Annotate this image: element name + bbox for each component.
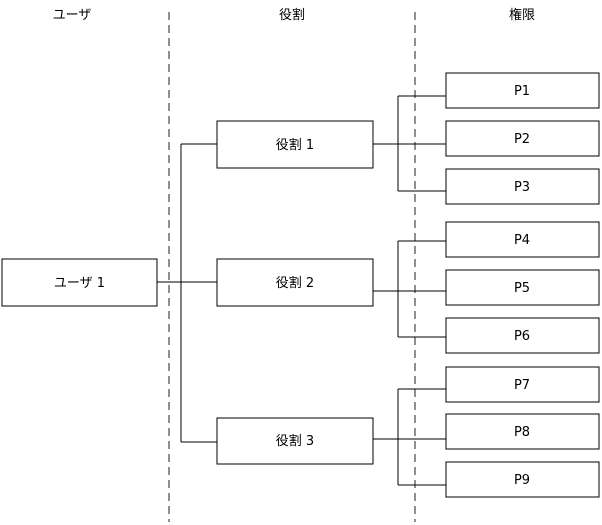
users-column-header: ユーザ [53,8,92,23]
user-node-label: ユーザ 1 [54,276,105,291]
role-node-3: 役割 3 [216,417,374,465]
permission-node-label: P3 [514,180,530,195]
role-3-permission-connectors [373,388,446,486]
permission-node-label: P5 [514,281,530,296]
role-1-permission-connectors [373,95,446,192]
role-node-label: 役割 1 [276,137,314,153]
permission-node-label: P1 [514,84,530,99]
permission-node-label: P2 [514,132,530,147]
permission-node-3: P3 [445,168,600,205]
permission-node-5: P5 [445,269,600,306]
permission-node-8: P8 [445,413,600,450]
user-node: ユーザ 1 [1,258,158,307]
role-node-2: 役割 2 [216,258,374,307]
role-2-permission-connectors [373,240,446,338]
permission-node-4: P4 [445,221,600,258]
permission-node-7: P7 [445,366,600,403]
permission-node-label: P8 [514,425,530,440]
permissions-column-header: 権限 [509,7,535,23]
permission-node-label: P7 [514,378,530,393]
role-node-1: 役割 1 [216,120,374,169]
permission-node-2: P2 [445,120,600,157]
permission-node-9: P9 [445,461,600,498]
permission-node-label: P4 [514,233,530,248]
permission-node-6: P6 [445,317,600,354]
permission-node-label: P6 [514,329,530,344]
permission-node-label: P9 [514,473,530,488]
roles-column-header: 役割 [279,7,305,23]
permission-node-1: P1 [445,72,600,109]
user-role-connectors [157,143,217,443]
role-node-label: 役割 2 [276,275,314,291]
role-node-label: 役割 3 [276,433,314,449]
